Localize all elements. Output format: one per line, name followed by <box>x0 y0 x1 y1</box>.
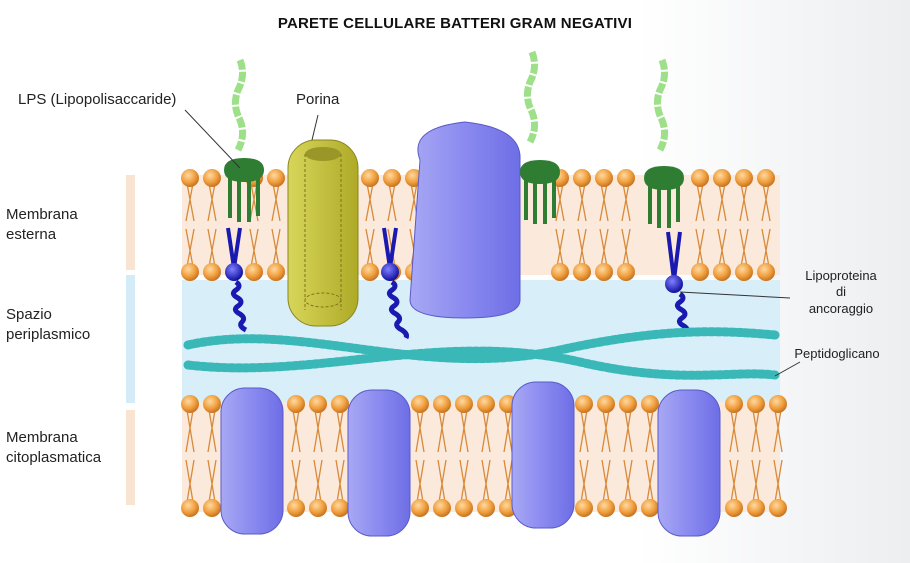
peptidoglycan-label: Peptidoglicano <box>794 346 880 361</box>
outer-membrane-protein <box>409 121 521 319</box>
lps-molecules <box>224 50 684 228</box>
diagram-title: PARETE CELLULARE BATTERI GRAM NEGATIVI <box>277 15 633 32</box>
porin <box>287 139 359 327</box>
outer-membrane-bar <box>126 175 135 270</box>
outer-membrane-label: Membrana esterna <box>6 206 78 243</box>
lipoproteins <box>225 227 691 340</box>
porin-label: Porina <box>296 91 340 108</box>
cyto-membrane-bar <box>126 410 135 505</box>
lipoprotein-label: Lipoproteina di ancoraggio <box>805 268 877 316</box>
cytoplasmic-membrane-label: Membrana citoplasmatica <box>6 429 102 466</box>
periplasm-bar <box>126 275 135 403</box>
periplasmic-space-label: Spazio periplasmico <box>6 306 91 343</box>
leader-lines <box>184 109 801 377</box>
peptidoglycan <box>183 327 780 380</box>
cytoplasmic-membrane-proteins <box>220 381 721 537</box>
lps-label: LPS (Lipopolisaccaride) <box>18 91 177 108</box>
